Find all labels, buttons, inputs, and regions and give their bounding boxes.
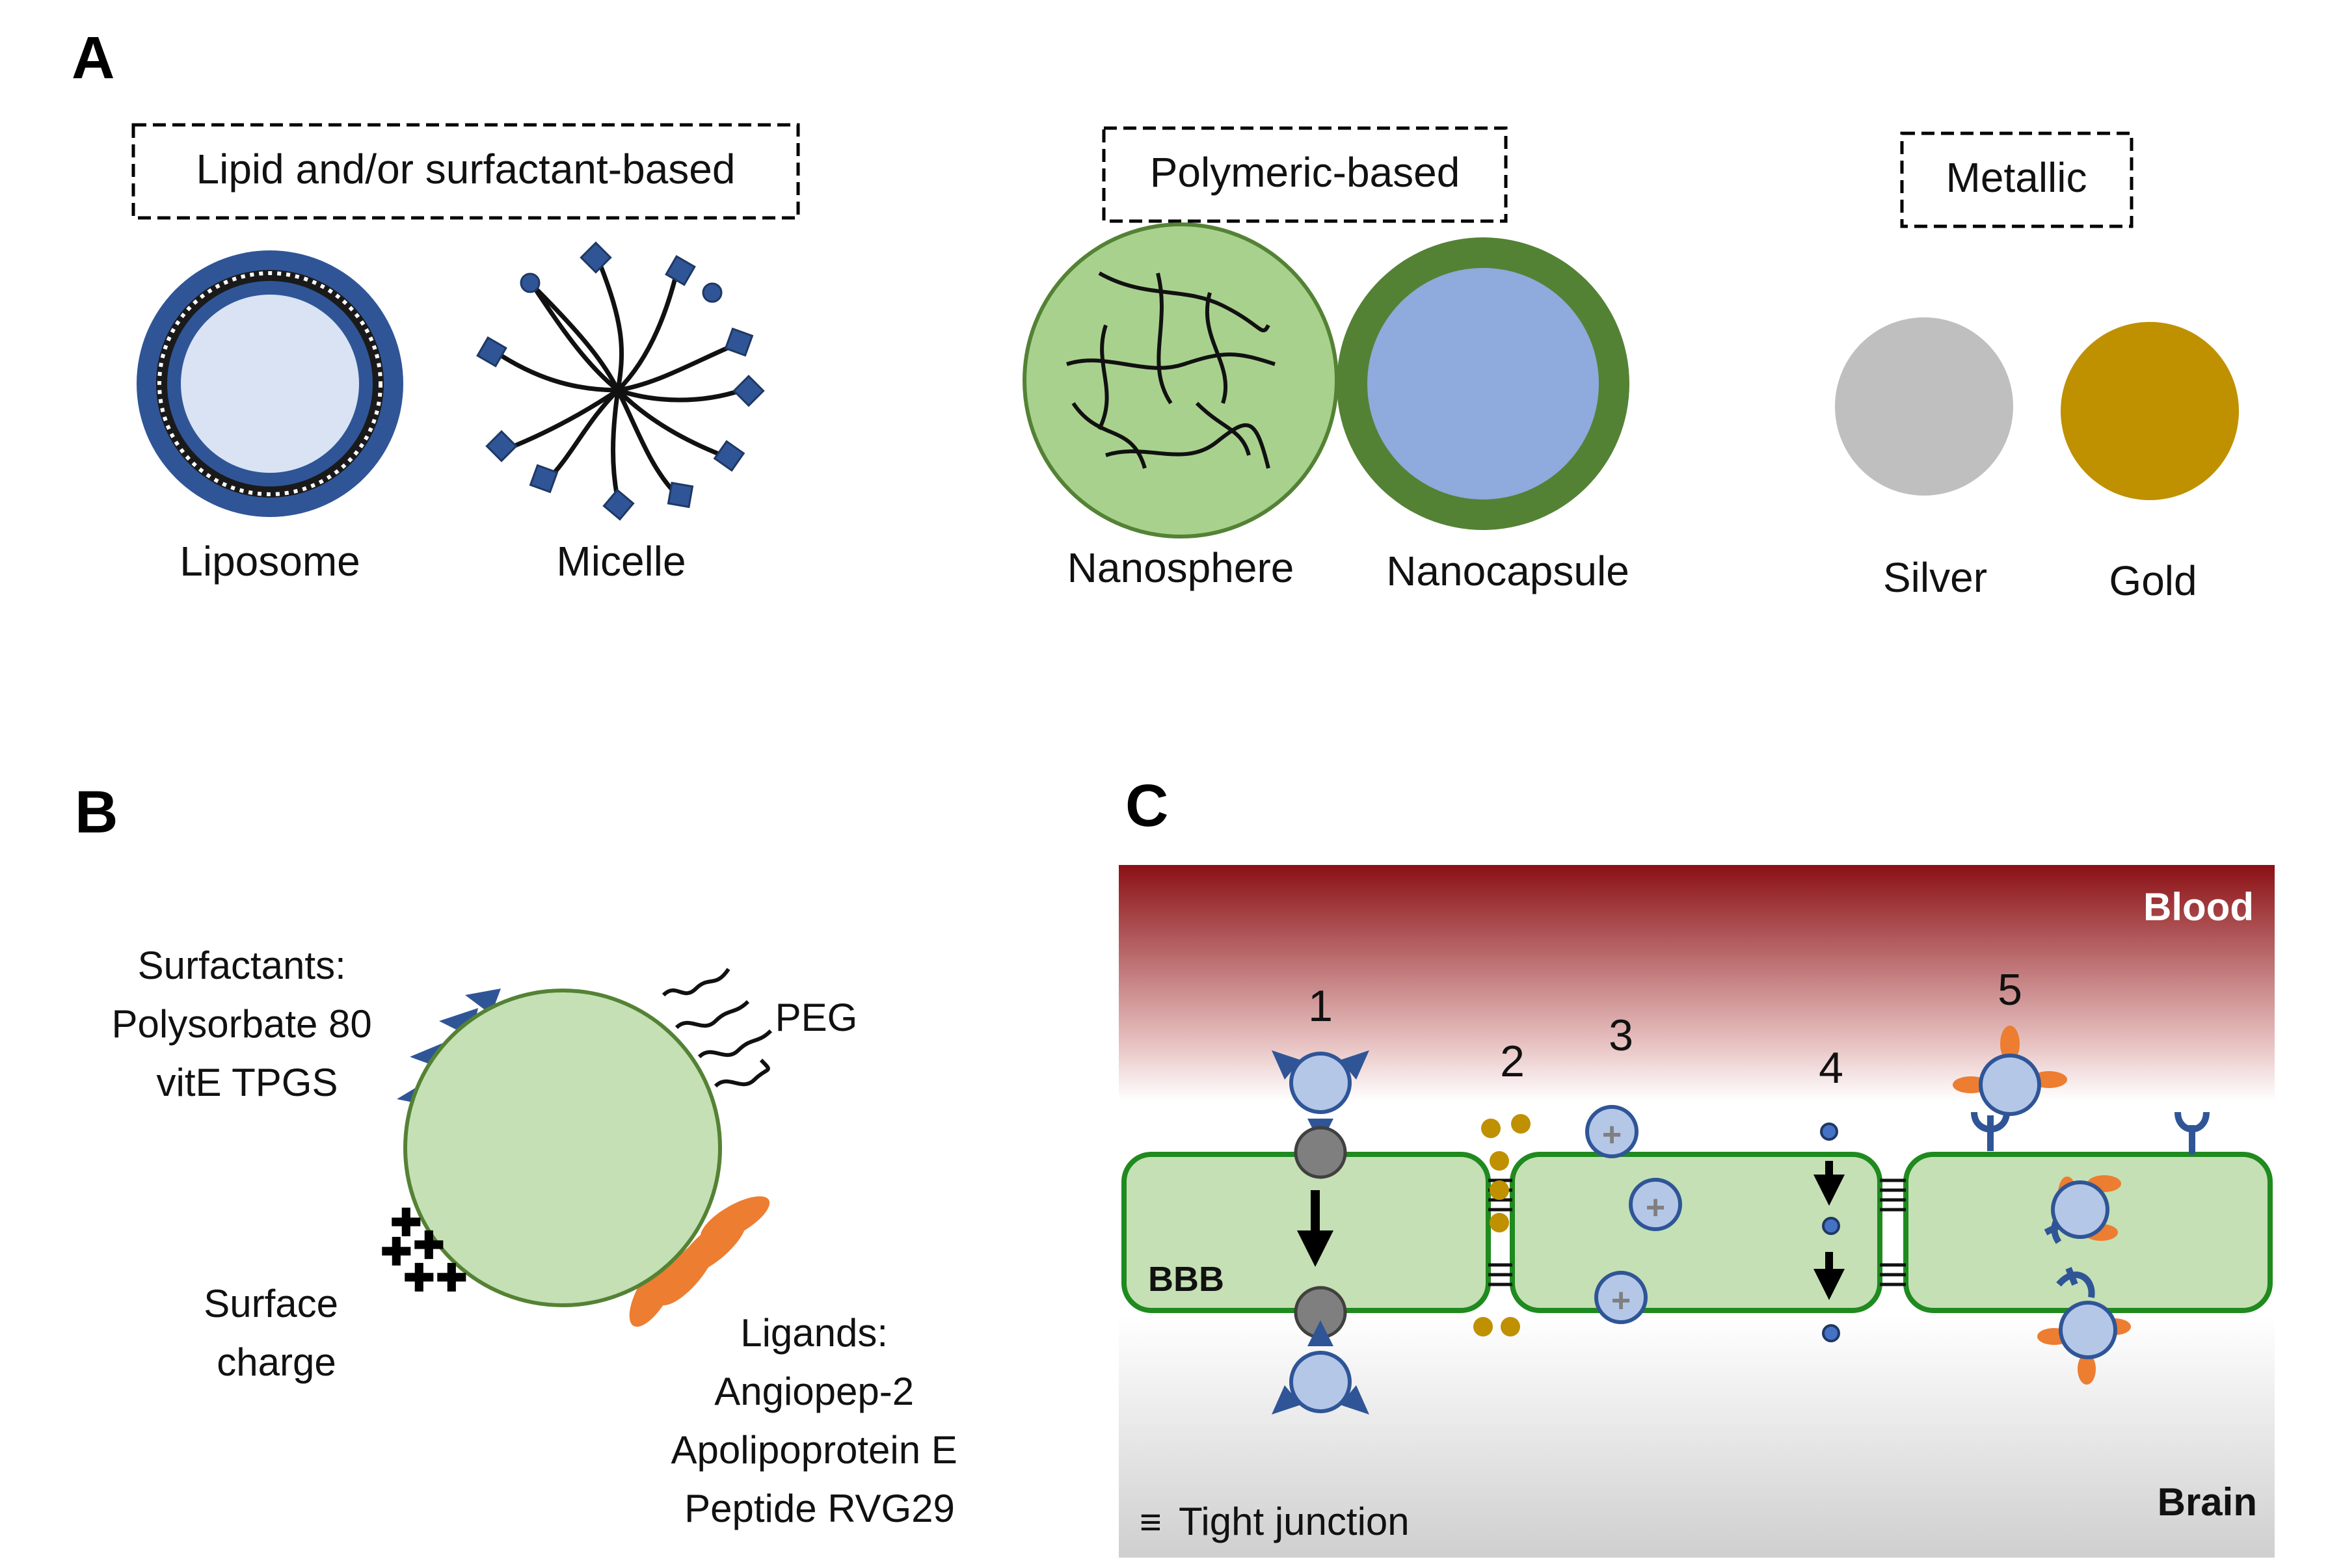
svg-text:+: + [1602,1116,1622,1154]
route-5-number: 5 [1998,965,2022,1015]
metallic-group-label: Metallic [1946,154,2087,201]
route-4-diffusion [1813,1123,1845,1342]
route-4-number: 4 [1819,1043,1843,1093]
silver-label: Silver [1883,554,1987,601]
surfactant-polysorbate-80: Polysorbate 80 [112,1002,372,1046]
route-1-number: 1 [1308,981,1333,1031]
functionalized-nanoparticle-icon [403,989,722,1307]
ligands-heading: Ligands: [740,1311,888,1355]
surface-charge-plus-icon: ✚ ✚ ✚ ✚ ✚ [381,1202,468,1299]
peg-label: PEG [775,996,858,1039]
bbb-label: BBB [1148,1260,1224,1299]
route-3-adsorptive-vesicles: + + + [1585,1105,1682,1324]
surface-charge-text: Surface charge [204,1282,349,1384]
svg-text:✚: ✚ [413,1225,445,1267]
ligand-angiopep-2: Angiopep-2 [714,1370,914,1413]
metallic-group-box [1900,131,2134,228]
route-5-receptor-transcytosis [1953,1026,2210,1385]
lipid-group-box [131,123,800,220]
route-1-carrier-transport [1272,1050,1369,1415]
panel-a-label: A [72,25,114,91]
ligand-peptide-rvg29: Peptide RVG29 [684,1487,955,1530]
brain-label: Brain [2158,1480,2257,1524]
silver-nanoparticle-icon [1835,317,2013,496]
nanosphere-icon [1023,222,1339,538]
tight-junction-legend-icon: ≡ [1140,1501,1162,1543]
ligand-ellipses-icon [629,1196,770,1327]
micelle-icon [493,259,743,501]
surface-charge-line-2: charge [217,1340,336,1384]
ligands-text: Ligands: Angiopep-2 Apolipoprotein E Pep… [671,1311,969,1530]
surfactant-vite-tpgs: vitE TPGS [157,1061,338,1104]
nanocapsule-label: Nanocapsule [1386,548,1629,594]
liposome-icon [137,250,403,517]
polymeric-group-label: Polymeric-based [1150,149,1460,196]
gold-nanoparticle-icon [2061,322,2239,500]
svg-text:✚: ✚ [390,1202,422,1244]
nanocapsule-icon [1337,237,1629,530]
polymeric-group-box [1102,126,1508,223]
panel-b-label: B [75,779,118,845]
panel-c-label: C [1125,773,1168,839]
tight-junction-legend-label: Tight junction [1179,1500,1410,1543]
nanosphere-label: Nanosphere [1067,544,1294,591]
route-2-paracellular-particles [1473,1114,1531,1336]
liposome-label: Liposome [180,538,360,585]
blood-label: Blood [2143,885,2254,929]
ligand-apolipoprotein-e: Apolipoprotein E [671,1428,957,1472]
surfactants-heading: Surfactants: [138,944,346,987]
svg-text:+: + [1646,1189,1665,1227]
lipid-group-label: Lipid and/or surfactant-based [196,146,736,193]
micelle-label: Micelle [556,538,686,585]
endothelial-cell-2 [1510,1152,1882,1313]
surface-charge-line-1: Surface [204,1282,338,1325]
surfactants-text: Surfactants: Polysorbate 80 vitE TPGS [112,944,383,1104]
micelle-heads-icon [476,241,765,521]
svg-text:+: + [1611,1282,1631,1320]
gold-label: Gold [2109,557,2197,604]
svg-text:✚: ✚ [403,1257,435,1299]
svg-text:✚: ✚ [436,1257,468,1299]
peg-chains-icon [662,968,773,1088]
route-3-number: 3 [1609,1011,1633,1060]
svg-text:✚: ✚ [381,1231,412,1273]
route-2-number: 2 [1500,1037,1525,1086]
